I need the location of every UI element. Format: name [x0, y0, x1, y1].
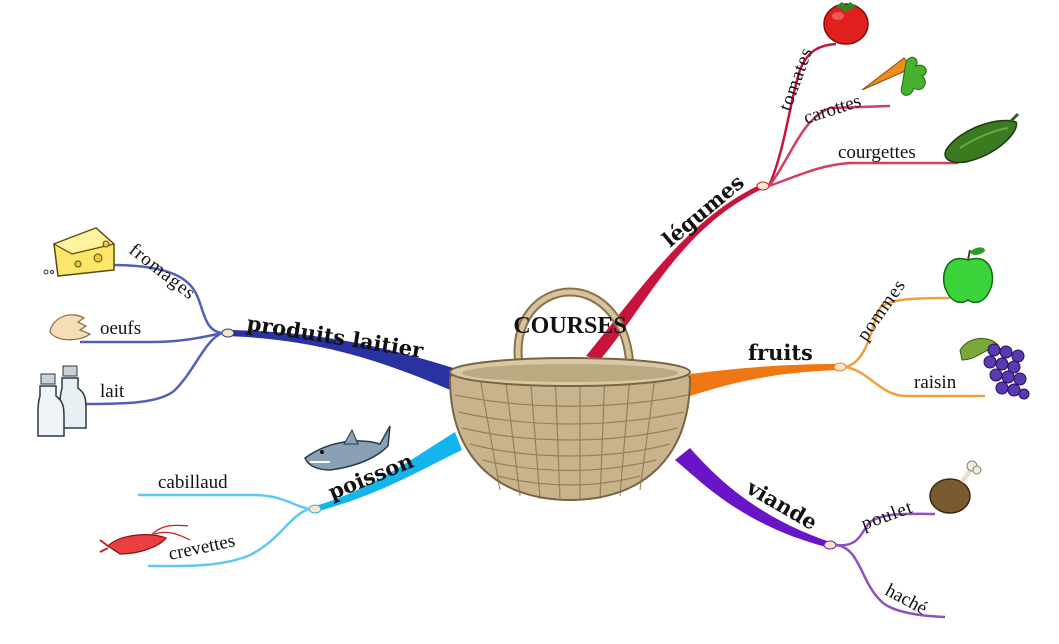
leaf-label-poulet: poulet [859, 497, 916, 535]
leaf-line-fromages [111, 263, 223, 335]
branch-fruits-knot [833, 362, 847, 372]
leaf-label-fromages: fromages [125, 239, 200, 304]
leaf-line-lait [84, 331, 223, 406]
branch-laitier-line [228, 330, 460, 392]
branch-viande-knot [823, 540, 837, 550]
leaf-line-pommes [845, 296, 951, 369]
grapes-icon [959, 338, 1030, 400]
leaf-label-courgettes: courgettes [838, 142, 916, 163]
branch-poisson-knot [308, 504, 322, 514]
central-label: COURSES [513, 313, 626, 339]
leaf-label-carottes: carottes [801, 91, 864, 129]
branch-laitier-knot [221, 328, 235, 338]
branch-label-laitier: produits laitier [245, 310, 426, 363]
leaf-line-cabillaud [138, 493, 310, 511]
leaf-line-hache [835, 543, 946, 619]
leaf-line-oeufs [80, 331, 223, 344]
leaf-label-pommes: pommes [853, 275, 911, 345]
cheese-icon [43, 227, 116, 277]
leaf-label-crevettes: crevettes [167, 530, 237, 565]
leaf-line-tomates [767, 42, 837, 187]
milk-bottles-icon [37, 365, 87, 437]
leaf-line-crevettes [147, 507, 310, 568]
shrimp-icon [99, 524, 191, 555]
branch-fruits-line [690, 364, 840, 396]
tomato-icon [823, 2, 869, 45]
leaf-label-lait: lait [100, 381, 125, 402]
chicken-leg-icon [929, 460, 982, 514]
branch-label-fruits: fruits [748, 340, 813, 365]
branch-viande-line [675, 448, 830, 548]
shark-icon [304, 425, 391, 471]
branch-label-legumes: légumes [657, 169, 749, 252]
egg-icon [49, 314, 92, 341]
leaf-label-oeufs: oeufs [100, 318, 141, 339]
leaf-label-tomates: tomates [775, 44, 817, 113]
zucchini-icon [944, 112, 1020, 164]
leaf-line-carottes [768, 104, 891, 187]
branch-legumes-line [586, 182, 766, 360]
leaf-lines [80, 42, 985, 619]
leaf-label-cabillaud: cabillaud [158, 472, 228, 493]
leaf-line-raisin [845, 365, 985, 398]
branch-legumes-knot [756, 181, 770, 191]
leaf-line-courgettes [768, 161, 958, 188]
basket-icon [448, 287, 692, 502]
leaf-line-poulet [835, 512, 936, 547]
apple-icon [942, 247, 994, 304]
carrot-icon [861, 56, 927, 96]
branch-poisson-line [315, 432, 462, 512]
leaf-label-raisin: raisin [914, 372, 957, 393]
